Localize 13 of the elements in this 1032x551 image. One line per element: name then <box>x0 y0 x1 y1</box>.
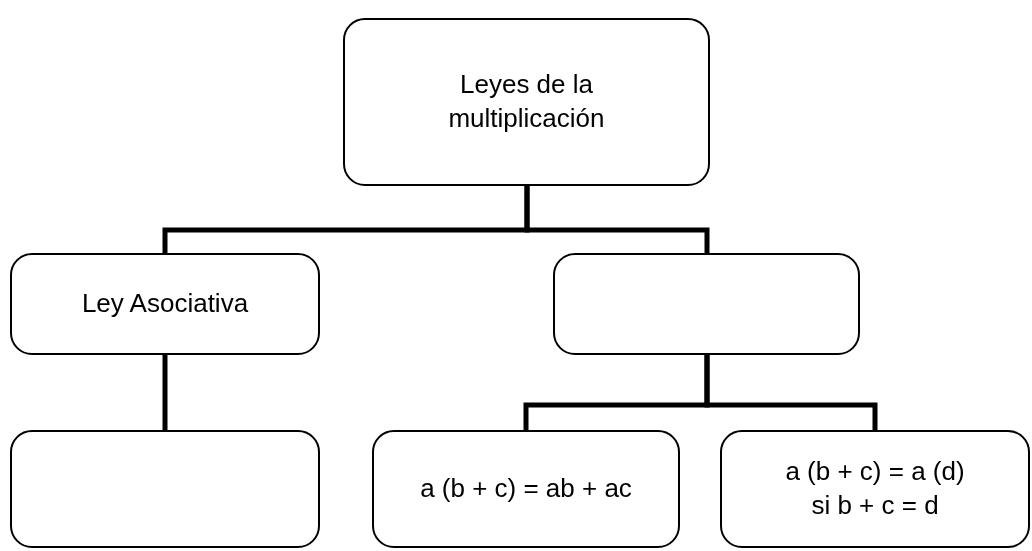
node-label: a (b + c) = ab + ac <box>420 472 632 506</box>
node-label: a (b + c) = a (d) si b + c = d <box>784 455 966 522</box>
connector-line <box>704 352 878 433</box>
rounded-box <box>343 18 710 186</box>
rounded-box <box>372 430 680 548</box>
empty-rounded-box <box>553 253 860 355</box>
empty-rounded-box <box>10 430 320 548</box>
connector-line <box>524 183 710 256</box>
node-label: Leyes de la multiplicación <box>447 68 606 135</box>
rounded-box <box>720 430 1030 548</box>
node-label: Ley Asociativa <box>81 287 249 321</box>
connector-line <box>162 352 168 433</box>
rounded-box <box>10 253 320 355</box>
